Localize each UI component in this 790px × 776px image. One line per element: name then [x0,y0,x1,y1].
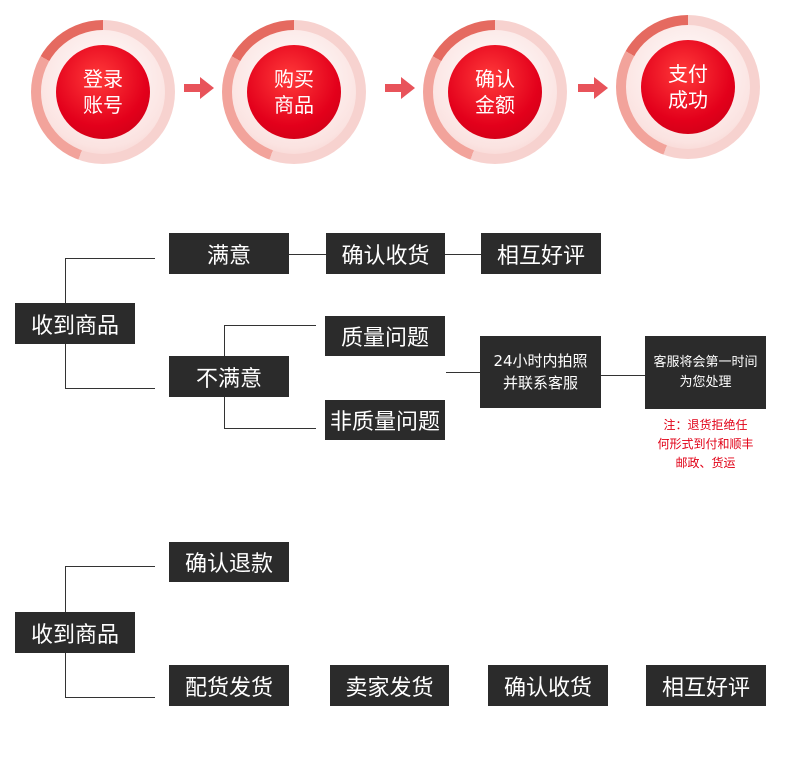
connector-line [289,254,326,255]
note-line3: 邮政、货运 [675,456,736,470]
step-buy: 购买 商品 [222,20,366,164]
step-label-line2: 账号 [83,93,123,117]
unsatisfied-box: 不满意 [169,356,289,397]
service-line2: 为您处理 [679,374,732,390]
note-line2: 何形式到付和顺丰 [657,437,754,451]
arrow-right-icon [385,77,415,99]
connector-line [65,388,155,389]
photo-contact-line1: 24小时内拍照 [493,352,588,370]
step-confirm-amount: 确认 金额 [423,20,567,164]
step-label-line2: 商品 [274,93,314,117]
confirm-refund-box: 确认退款 [169,542,289,582]
non-quality-issue-box: 非质量问题 [325,400,445,440]
connector-line [601,375,645,376]
satisfied-box: 满意 [169,233,289,274]
photo-contact-box: 24小时内拍照 并联系客服 [480,336,601,408]
connector-line [65,258,155,259]
step-label-line1: 购买 [274,67,314,91]
connector-line [224,428,316,429]
step-login: 登录 账号 [31,20,175,164]
connector-line [445,254,481,255]
prepare-goods-box: 配货发货 [169,665,289,706]
connector-line [224,325,316,326]
flow2-root-box: 收到商品 [15,612,135,653]
photo-contact-line2: 并联系客服 [502,374,578,392]
step-label-line1: 登录 [83,67,123,91]
mutual-review-box-2: 相互好评 [646,665,766,706]
service-line1: 客服将会第一时间 [653,354,758,370]
seller-ship-box: 卖家发货 [330,665,449,706]
step-core: 登录 账号 [56,45,150,139]
connector-line [65,566,155,567]
confirm-receipt-box: 确认收货 [326,233,445,274]
mutual-review-box: 相互好评 [481,233,601,274]
step-core: 购买 商品 [247,45,341,139]
step-label-line2: 金额 [475,93,515,117]
step-core: 支付 成功 [641,40,735,134]
confirm-receipt-box-2: 确认收货 [488,665,608,706]
service-box: 客服将会第一时间 为您处理 [645,336,766,409]
step-label-line1: 支付 [668,62,708,86]
flow1-root-box: 收到商品 [15,303,135,344]
return-note: 注：退货拒绝任 何形式到付和顺丰 邮政、货运 [645,416,766,473]
step-core: 确认 金额 [448,45,542,139]
connector-line [65,697,155,698]
arrow-right-icon [184,77,214,99]
connector-line [446,372,480,373]
arrow-right-icon [578,77,608,99]
quality-issue-box: 质量问题 [325,316,445,356]
note-line1: 注：退货拒绝任 [663,418,748,432]
step-label-line2: 成功 [668,88,708,112]
step-pay-success: 支付 成功 [616,15,760,159]
step-label-line1: 确认 [475,67,515,91]
